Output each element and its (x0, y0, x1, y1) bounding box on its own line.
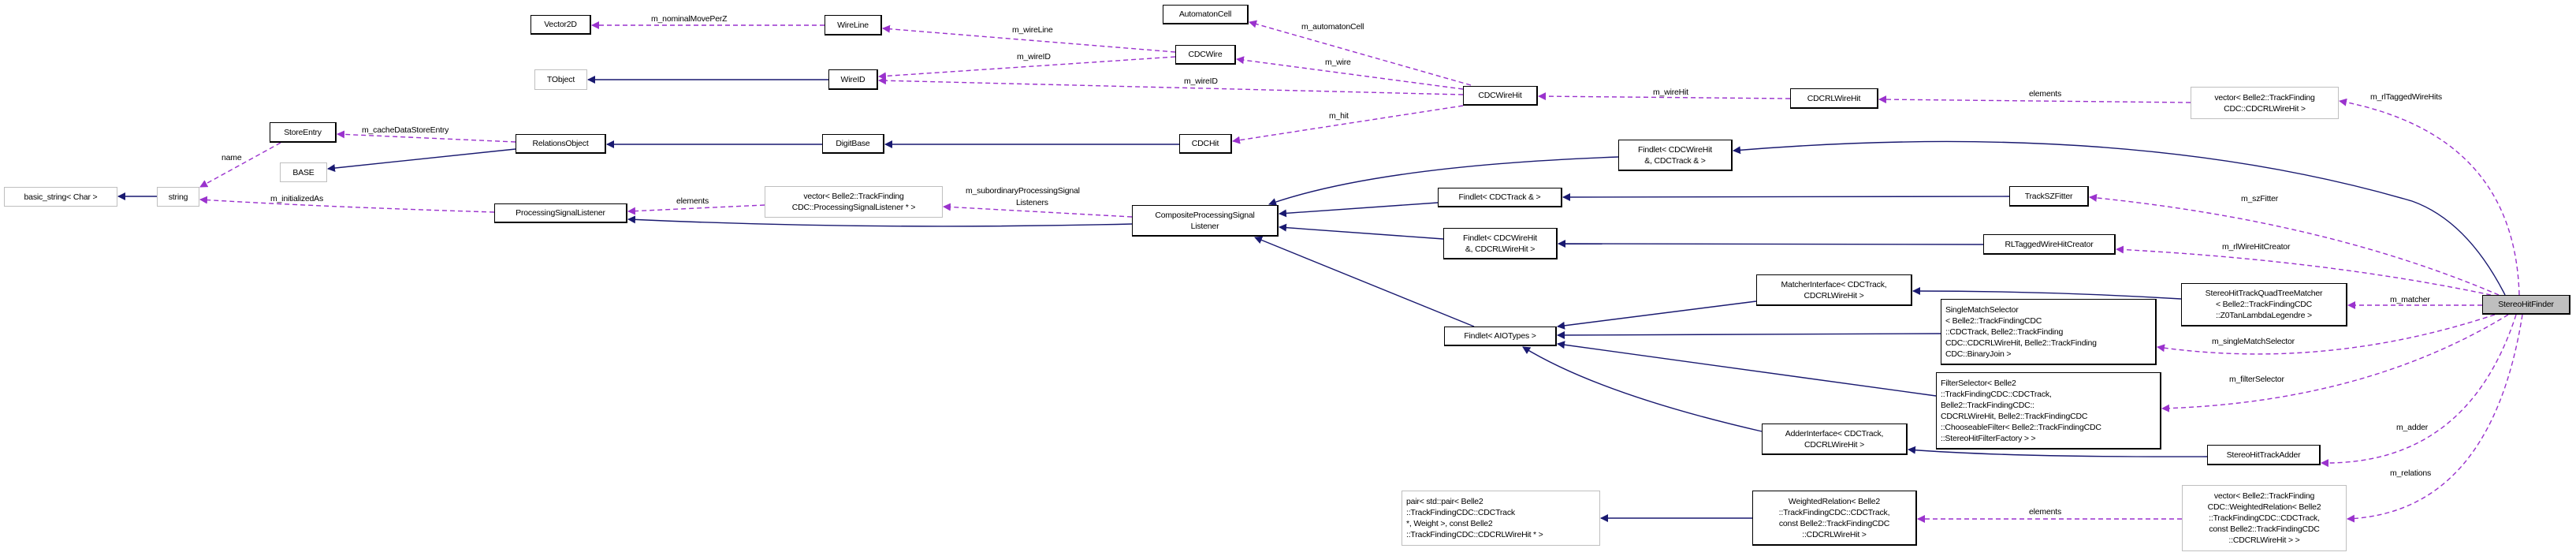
node-stereohittrackadder[interactable]: StereoHitTrackAdder (2207, 445, 2321, 465)
inherit-findletaio-compositepsl (1254, 236, 1475, 327)
node-filterselector[interactable]: FilterSelector< Belle2 ::TrackFindingCDC… (1936, 372, 2161, 450)
node-vector-cdcrlwirehit[interactable]: vector< Belle2::TrackFinding CDC::CDCRLW… (2191, 87, 2339, 119)
node-vector2d[interactable]: Vector2D (530, 15, 591, 35)
edge-label-wire-line: m_wireLine (1012, 25, 1053, 35)
use-stereohitfinder-adder (2321, 314, 2517, 468)
use-cdcwirehit-cdcwire (1236, 56, 1464, 90)
node-singlematchselector[interactable]: SingleMatchSelector < Belle2::TrackFindi… (1941, 299, 2157, 365)
inherit-compositepsl-psl (627, 215, 1133, 227)
use-stereohitfinder-relations (2347, 314, 2523, 523)
use-psl-string (199, 196, 495, 213)
edge-label-matcher: m_matcher (2390, 295, 2430, 304)
node-findlet-wirehit-rlwirehit[interactable]: Findlet< CDCWireHit &, CDCRLWireHit > (1443, 228, 1558, 259)
node-automatoncell[interactable]: AutomatonCell (1163, 5, 1249, 24)
edge-label-wire: m_wire (1325, 58, 1351, 67)
use-cdcwire-wireid (878, 56, 1176, 80)
node-adderinterface[interactable]: AdderInterface< CDCTrack, CDCRLWireHit > (1762, 424, 1908, 455)
edge-label-filter-selector: m_filterSelector (2229, 375, 2284, 384)
node-vector-psl[interactable]: vector< Belle2::TrackFinding CDC::Proces… (765, 186, 943, 218)
inherit-adder-findletaio (1522, 346, 1763, 432)
inherit-stereohitfinder-findlet1 (1733, 140, 2506, 296)
edge-label-name: name (221, 153, 242, 162)
node-base[interactable]: BASE (280, 162, 327, 182)
node-storeentry[interactable]: StoreEntry (270, 122, 337, 143)
edge-label-elements-psl: elements (676, 196, 709, 206)
node-tobject[interactable]: TObject (534, 69, 587, 90)
edge-label-sz-fitter: m_szFitter (2241, 194, 2279, 203)
edge-label-wire-id-1: m_wireID (1017, 52, 1051, 62)
inherit-quadtree-matcher (1912, 287, 2182, 300)
inherit-singlematch-findletaio (1557, 330, 1941, 339)
node-trackszfitter[interactable]: TrackSZFitter (2009, 186, 2089, 207)
node-cdcwirehit[interactable]: CDCWireHit (1463, 86, 1538, 106)
inherit-relationsobject-base (327, 148, 516, 173)
node-quadtreematcher[interactable]: StereoHitTrackQuadTreeMatcher < Belle2::… (2181, 283, 2347, 327)
use-storeentry-string (199, 142, 281, 188)
node-wireline[interactable]: WireLine (825, 15, 882, 35)
edge-label-adder: m_adder (2396, 423, 2429, 432)
edge-label-relations: m_relations (2390, 468, 2431, 478)
use-vectorpsl-psl (627, 204, 765, 215)
node-weightedrelation[interactable]: WeightedRelation< Belle2 ::TrackFindingC… (1752, 491, 1917, 546)
node-findlet-wirehit-track[interactable]: Findlet< CDCWireHit &, CDCTrack & > (1618, 140, 1733, 171)
node-pair[interactable]: pair< std::pair< Belle2 ::TrackFindingCD… (1402, 491, 1600, 546)
node-matcherinterface[interactable]: MatcherInterface< CDCTrack, CDCRLWireHit… (1756, 274, 1912, 306)
edge-label-nominal-move: m_nominalMovePerZ (651, 14, 728, 24)
node-cdcrlwirehit[interactable]: CDCRLWireHit (1790, 88, 1878, 109)
edge-label-rl-tagged: m_rlTaggedWireHits (2370, 92, 2442, 102)
node-cdchit[interactable]: CDCHit (1179, 134, 1232, 154)
use-stereohitfinder-filterselector (2161, 314, 2509, 412)
edge-label-hit: m_hit (1329, 111, 1349, 121)
node-string[interactable]: string (157, 187, 199, 207)
node-processingsignallistener[interactable]: ProcessingSignalListener (494, 203, 627, 223)
inherit-findlet3-compositepsl (1279, 223, 1444, 240)
inherit-matcher-findletaio (1557, 300, 1757, 330)
node-findlet-track[interactable]: Findlet< CDCTrack & > (1438, 188, 1562, 207)
use-relationsobject-storeentry (337, 130, 516, 143)
node-findlet-aiotypes[interactable]: Findlet< AIOTypes > (1444, 327, 1557, 346)
use-cdcwire-wireline (882, 24, 1176, 53)
node-digitbase[interactable]: DigitBase (822, 134, 884, 154)
node-compositepsl[interactable]: CompositeProcessingSignal Listener (1132, 205, 1279, 237)
use-cdcwirehit-wireid (878, 76, 1464, 95)
edge-label-elements-rl: elements (2029, 89, 2061, 99)
use-cdcrlwirehit-cdcwirehit (1538, 92, 1791, 101)
node-rltaggedwirehitcreator[interactable]: RLTaggedWireHitCreator (1983, 234, 2116, 255)
edge-label-cache-store: m_cacheDataStoreEntry (362, 125, 449, 135)
use-stereohitfinder-singlematch (2157, 314, 2496, 355)
edge-label-wire-hit: m_wireHit (1653, 88, 1688, 97)
edge-label-subordinary-1: m_subordinaryProcessingSignal (966, 186, 1080, 196)
edge-label-elements-wr: elements (2029, 507, 2061, 517)
use-compositepsl-vectorpsl (943, 203, 1133, 218)
edge-label-automaton-cell: m_automatonCell (1301, 22, 1364, 32)
use-cdcwirehit-automatoncell (1249, 20, 1472, 86)
inherit-findlet2-compositepsl (1279, 202, 1439, 218)
node-wireid[interactable]: WireID (828, 69, 878, 90)
edge-label-wire-id-2: m_wireID (1184, 76, 1218, 86)
edge-label-single-match: m_singleMatchSelector (2212, 337, 2295, 346)
use-stereohitfinder-trackszfitter (2089, 193, 2500, 296)
node-cdcwire[interactable]: CDCWire (1175, 45, 1236, 65)
use-vectorrl-cdcrlwirehit (1878, 95, 2191, 104)
inherit-findlet1-compositepsl (1268, 156, 1619, 206)
inherit-trackszfitter-findlet2 (1562, 192, 2010, 201)
node-basic-string[interactable]: basic_string< Char > (4, 187, 117, 207)
edge-label-rl-creator: m_rlWireHitCreator (2222, 242, 2291, 252)
node-relationsobject[interactable]: RelationsObject (516, 134, 606, 154)
edge-label-initialized-as: m_initializedAs (270, 194, 323, 203)
use-stereohitfinder-vectorrl (2339, 98, 2520, 296)
inherit-stereoadder-adder (1908, 446, 2208, 457)
node-vector-weightedrelation[interactable]: vector< Belle2::TrackFinding CDC::Weight… (2182, 485, 2347, 551)
node-stereohitfinder[interactable]: StereoHitFinder (2482, 295, 2570, 315)
inherit-filterselector-findletaio (1557, 341, 1937, 397)
edge-label-subordinary-2: Listeners (1016, 198, 1048, 207)
